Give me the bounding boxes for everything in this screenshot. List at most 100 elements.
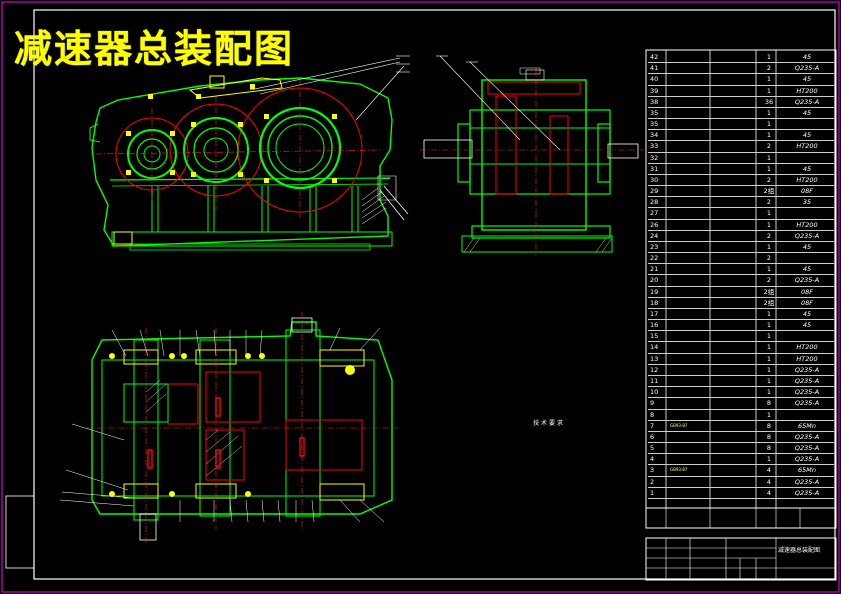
bom-quantity: 4	[766, 477, 772, 486]
bom-quantity: 1	[766, 332, 772, 341]
bom-quantity: 1	[766, 86, 772, 95]
notes-title: 技 术 要 求	[533, 420, 563, 427]
bom-quantity: 2组	[763, 187, 775, 196]
bom-quantity: 2	[766, 175, 772, 184]
bom-item-number: 21	[650, 265, 659, 274]
bom-item-number: 33	[650, 142, 659, 151]
bom-material: 45	[802, 108, 812, 117]
bom-row: 35 1	[648, 119, 834, 131]
inner-frame	[33, 9, 836, 580]
bom-item-number: 9	[650, 399, 655, 408]
bom-quantity: 2组	[763, 298, 775, 307]
bom-material: 45	[802, 164, 812, 173]
bom-item-number: 8	[650, 410, 655, 419]
side-view	[420, 55, 644, 256]
bom-item-number: 35	[650, 120, 659, 129]
bom-row: 1 4 Q235-A	[648, 488, 834, 499]
bom-quantity: 1	[766, 131, 772, 140]
bom-material: 45	[802, 242, 812, 251]
bom-material: 45	[802, 131, 812, 140]
bom-quantity: 1	[766, 343, 772, 352]
drawing-title: 减速器总装配图	[14, 27, 295, 71]
bom-item-number: 31	[650, 164, 659, 173]
bom-quantity: 1	[766, 153, 772, 162]
bom-quantity: 4	[766, 488, 772, 497]
bom-quantity: 1	[766, 455, 772, 464]
bom-material: HT200	[796, 142, 818, 151]
bom-quantity: 8	[766, 444, 772, 453]
bom-quantity: 2	[766, 142, 772, 151]
bom-quantity: 1	[766, 75, 772, 84]
bom-quantity: 1	[766, 376, 772, 385]
bom-row: 40 1 45	[648, 74, 834, 86]
bom-item-number: 24	[650, 231, 659, 240]
bom-material: HT200	[796, 343, 818, 352]
bom-material: 35	[802, 198, 812, 207]
bom-item-number: 23	[650, 242, 659, 251]
bom-row: 38 36 Q235-A	[648, 97, 834, 108]
bom-quantity: 1	[766, 309, 772, 318]
bom-quantity: 4	[766, 466, 772, 475]
view-label-box	[519, 67, 541, 75]
bom-item-number: 2	[650, 477, 655, 486]
bom-quantity: 1	[766, 120, 772, 129]
side-stamp-frame	[5, 495, 35, 569]
bom-material: Q235-A	[794, 276, 820, 285]
bom-quantity: 2组	[763, 287, 775, 296]
bom-material: Q235-A	[794, 365, 820, 374]
bom-quantity: 1	[766, 164, 772, 173]
bom-item-number: 3	[650, 466, 655, 475]
bom-quantity: 2	[766, 231, 772, 240]
bom-item-number: 12	[650, 365, 659, 374]
bom-item-number: 6	[650, 432, 655, 441]
bom-quantity: 1	[766, 410, 772, 419]
bom-material: HT200	[796, 354, 818, 363]
bom-item-number: 20	[650, 276, 659, 285]
bom-item-number: 1	[650, 488, 655, 497]
bom-quantity: 1	[766, 53, 772, 61]
bom-header	[645, 507, 837, 529]
bom-item-number: 32	[650, 153, 659, 162]
bom-standard-code: GB93-87	[670, 467, 688, 473]
bom-quantity: 36	[764, 97, 774, 106]
bom-item-number: 5	[650, 444, 655, 453]
bom-row: 33 2 HT200	[648, 141, 834, 153]
bom-material: Q235-A	[794, 97, 820, 106]
bom-item-number: 18	[650, 298, 659, 307]
bom-standard-code: GB93-87	[670, 422, 688, 428]
bom-item-number: 17	[650, 309, 659, 318]
bom-quantity: 2	[766, 254, 772, 263]
bom-material: Q235-A	[794, 488, 820, 497]
bom-material: 08F	[800, 298, 813, 307]
bom-item-number: 26	[650, 220, 659, 229]
bom-quantity: 1	[766, 354, 772, 363]
bom-item-number: 40	[650, 75, 659, 84]
bom-material: 45	[802, 75, 812, 84]
bom-material: Q235-A	[794, 444, 820, 453]
bom-material: Q235-A	[794, 388, 820, 397]
bom-row: 15 1	[648, 331, 834, 343]
bom-item-number: 38	[650, 97, 659, 106]
bom-material: 45	[802, 265, 812, 274]
bom-item-number: 15	[650, 332, 659, 341]
bom-quantity: 2	[766, 276, 772, 285]
